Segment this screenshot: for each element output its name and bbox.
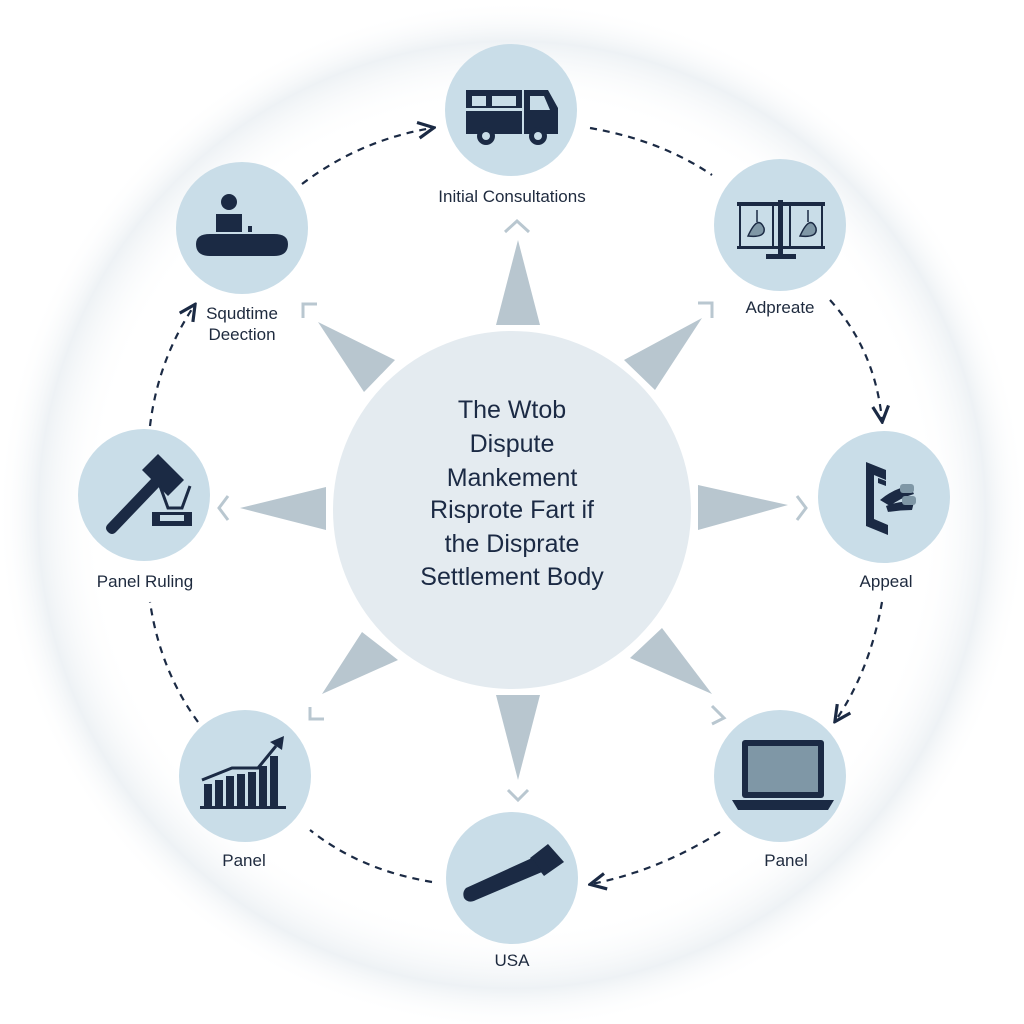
node-adpreate: Adpreate — [714, 159, 846, 317]
gavel-scale-icon — [106, 454, 192, 534]
node-label: Appeal — [860, 572, 913, 591]
arrow-right-to-bottomright — [836, 601, 884, 720]
arrow-bottom-to-bottomleft — [309, 829, 433, 884]
arrow-bottomright-to-bottom — [592, 831, 721, 884]
node-label: Panel Ruling — [97, 572, 193, 591]
center-title: The Wtob Dispute Mankement Risprote Fart… — [420, 396, 604, 591]
arrow-bottomleft-to-left — [148, 601, 199, 723]
spike-top-right — [624, 318, 702, 390]
spike-bottom-right — [630, 628, 712, 694]
center-title-line-4: Risprote Fart if — [430, 496, 594, 524]
node-label-line-2: Deection — [208, 325, 275, 344]
arrow-top-to-topright — [589, 126, 713, 176]
node-usa: USA — [446, 812, 578, 970]
node-squdtime-deection: Squdtime Deection — [176, 162, 308, 344]
node-appeal: Appeal — [818, 431, 950, 591]
arrow-topleft-to-top — [301, 128, 432, 185]
cycle-arrows — [148, 126, 884, 884]
center-title-line-3: Mankement — [447, 464, 578, 492]
radiating-spikes — [240, 240, 788, 780]
spike-top-left — [318, 322, 395, 392]
center-title-line-5: the Disprate — [445, 530, 580, 558]
node-initial-consultations: Initial Consultations — [438, 44, 586, 206]
truck-icon — [466, 90, 558, 145]
node-label-line-1: Squdtime — [206, 304, 278, 323]
node-panel-right: Panel — [714, 710, 846, 870]
node-label: Adpreate — [746, 298, 815, 317]
arrow-left-to-topleft — [148, 306, 194, 427]
chisel-icon — [463, 844, 564, 902]
arrow-topright-to-right — [829, 299, 882, 420]
node-panel-ruling: Panel Ruling — [78, 429, 210, 591]
node-label: Panel — [222, 851, 265, 870]
spike-left — [240, 487, 326, 530]
spike-right — [698, 485, 788, 530]
person-at-desk-icon — [196, 194, 288, 256]
node-label: Panel — [764, 851, 807, 870]
laptop-icon — [732, 740, 834, 810]
balance-scale-icon — [737, 200, 825, 259]
appeal-document-icon — [866, 462, 916, 535]
center-title-line-2: Dispute — [470, 430, 555, 458]
spike-bottom — [496, 695, 540, 780]
spike-chevrons — [217, 218, 808, 803]
node-label: USA — [495, 951, 531, 970]
node-panel-left: Panel — [179, 710, 311, 870]
node-label: Initial Consultations — [438, 187, 585, 206]
center-title-line-1: The Wtob — [458, 396, 566, 424]
spike-top — [496, 240, 540, 325]
spike-bottom-left — [322, 632, 398, 694]
center-circle — [327, 325, 697, 695]
center-title-line-6: Settlement Body — [420, 563, 604, 591]
bar-chart-growth-icon — [200, 736, 286, 809]
